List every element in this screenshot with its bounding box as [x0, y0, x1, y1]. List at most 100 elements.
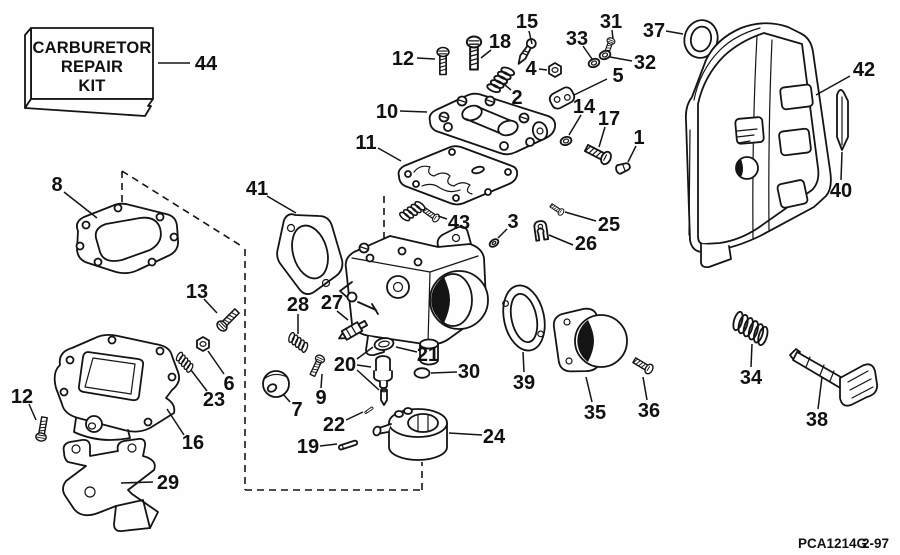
part-16-bowl-housing — [53, 333, 181, 441]
callout-32: 32 — [634, 52, 656, 74]
part-10-pump-cover — [428, 92, 557, 156]
callout-35: 35 — [584, 402, 606, 424]
kit-box-line-1: CARBURETOR — [32, 39, 151, 57]
leader-line-41 — [266, 195, 297, 214]
leader-line-17 — [598, 126, 606, 148]
leader-line-31 — [611, 29, 614, 40]
callout-29: 29 — [157, 472, 179, 494]
leader-line-9 — [320, 373, 323, 389]
leader-line-40 — [840, 151, 843, 181]
callout-1: 1 — [633, 127, 644, 149]
part-34-spring — [732, 310, 769, 347]
part-7-roller — [262, 370, 290, 398]
part-42-silencer-cover — [684, 22, 832, 269]
footer-part-code: PCA1214G — [798, 536, 867, 551]
part-35-adapter — [552, 307, 628, 373]
leader-line-20 — [356, 364, 372, 368]
part-38-lever — [789, 348, 878, 407]
part-13-screw — [214, 306, 242, 334]
leader-line-7 — [282, 393, 291, 403]
callout-5: 5 — [612, 65, 623, 87]
callout-11: 11 — [355, 132, 376, 154]
part-26-clip — [533, 220, 550, 242]
callout-28: 28 — [287, 294, 309, 316]
part-15-needle — [517, 38, 537, 65]
leader-line-25 — [564, 211, 597, 222]
callout-39: 39 — [513, 372, 535, 394]
part-12-screw-top — [436, 46, 450, 76]
leader-line-35 — [585, 376, 593, 403]
leader-line-10 — [399, 110, 428, 113]
leader-line-26 — [548, 234, 574, 246]
callout-12: 12 — [11, 386, 33, 408]
callout-9: 9 — [315, 387, 326, 409]
leader-line-29 — [120, 481, 154, 484]
kit-box-line-2: REPAIR — [61, 58, 123, 76]
callout-33: 33 — [566, 28, 588, 50]
part-9-screw — [307, 353, 327, 378]
part-32-washer — [597, 48, 613, 62]
callout-40: 40 — [830, 180, 852, 202]
callout-2: 2 — [511, 87, 522, 109]
part-11-diaphragm — [397, 145, 519, 206]
leader-line-11 — [377, 147, 402, 162]
callout-3: 3 — [507, 211, 518, 233]
leader-line-12 — [28, 403, 37, 421]
callout-4: 4 — [525, 58, 537, 80]
part-25-screw — [548, 201, 566, 217]
leader-line-4 — [538, 68, 548, 71]
leader-line-34 — [750, 343, 753, 368]
callout-17: 17 — [598, 108, 620, 130]
leader-line-33 — [582, 45, 593, 60]
footer-rev-code: 2-97 — [862, 536, 889, 551]
leader-line-38 — [817, 376, 823, 410]
leader-line-39 — [522, 351, 525, 373]
callout-30: 30 — [458, 361, 480, 383]
leader-line-43 — [437, 215, 448, 220]
leader-line-3 — [497, 228, 508, 239]
part-17-screw — [582, 141, 614, 167]
part-43-screw-spring — [396, 197, 442, 225]
leader-line-42 — [815, 75, 851, 96]
callout-19: 19 — [297, 436, 319, 458]
part-39-gasket — [502, 284, 546, 352]
leader-line-14 — [568, 114, 582, 136]
leader-line-22 — [345, 411, 364, 421]
callout-15: 15 — [516, 11, 538, 33]
leader-line-32 — [609, 56, 633, 62]
leader-line-21 — [395, 346, 418, 353]
callout-8: 8 — [51, 174, 62, 196]
callout-36: 36 — [638, 400, 660, 422]
part-1-cap — [615, 162, 631, 175]
carburetor-body — [339, 225, 489, 366]
callout-26: 26 — [575, 233, 597, 255]
part-18-screw — [465, 35, 483, 71]
leader-line-24 — [448, 432, 483, 436]
leader-line-13 — [203, 298, 218, 314]
part-12-screw-bottom — [34, 415, 51, 443]
part-30-plug — [413, 367, 431, 379]
leader-line-15 — [528, 30, 533, 45]
callout-27: 27 — [321, 292, 343, 314]
part-28-spring — [284, 329, 312, 355]
callout-34: 34 — [740, 367, 763, 389]
callout-13: 13 — [186, 281, 208, 303]
part-8-gasket — [75, 202, 179, 275]
part-40-blade — [836, 89, 849, 151]
leader-line-27 — [336, 310, 349, 321]
leader-line-18 — [480, 49, 492, 59]
callout-7: 7 — [291, 399, 302, 421]
callout-25: 25 — [598, 214, 620, 236]
leader-line-8 — [63, 191, 98, 219]
callout-20: 20 — [334, 354, 356, 376]
leader-line-20 — [356, 369, 380, 391]
part-6-nut — [196, 336, 210, 352]
callout-12: 12 — [392, 48, 414, 70]
part-27-inlet-valve — [338, 319, 369, 341]
repair-kit-box: CARBURETOR REPAIR KIT — [24, 27, 154, 117]
callout-18: 18 — [489, 31, 511, 53]
callout-14: 14 — [573, 96, 596, 118]
callout-31: 31 — [600, 11, 622, 33]
leader-line-19 — [319, 443, 338, 447]
